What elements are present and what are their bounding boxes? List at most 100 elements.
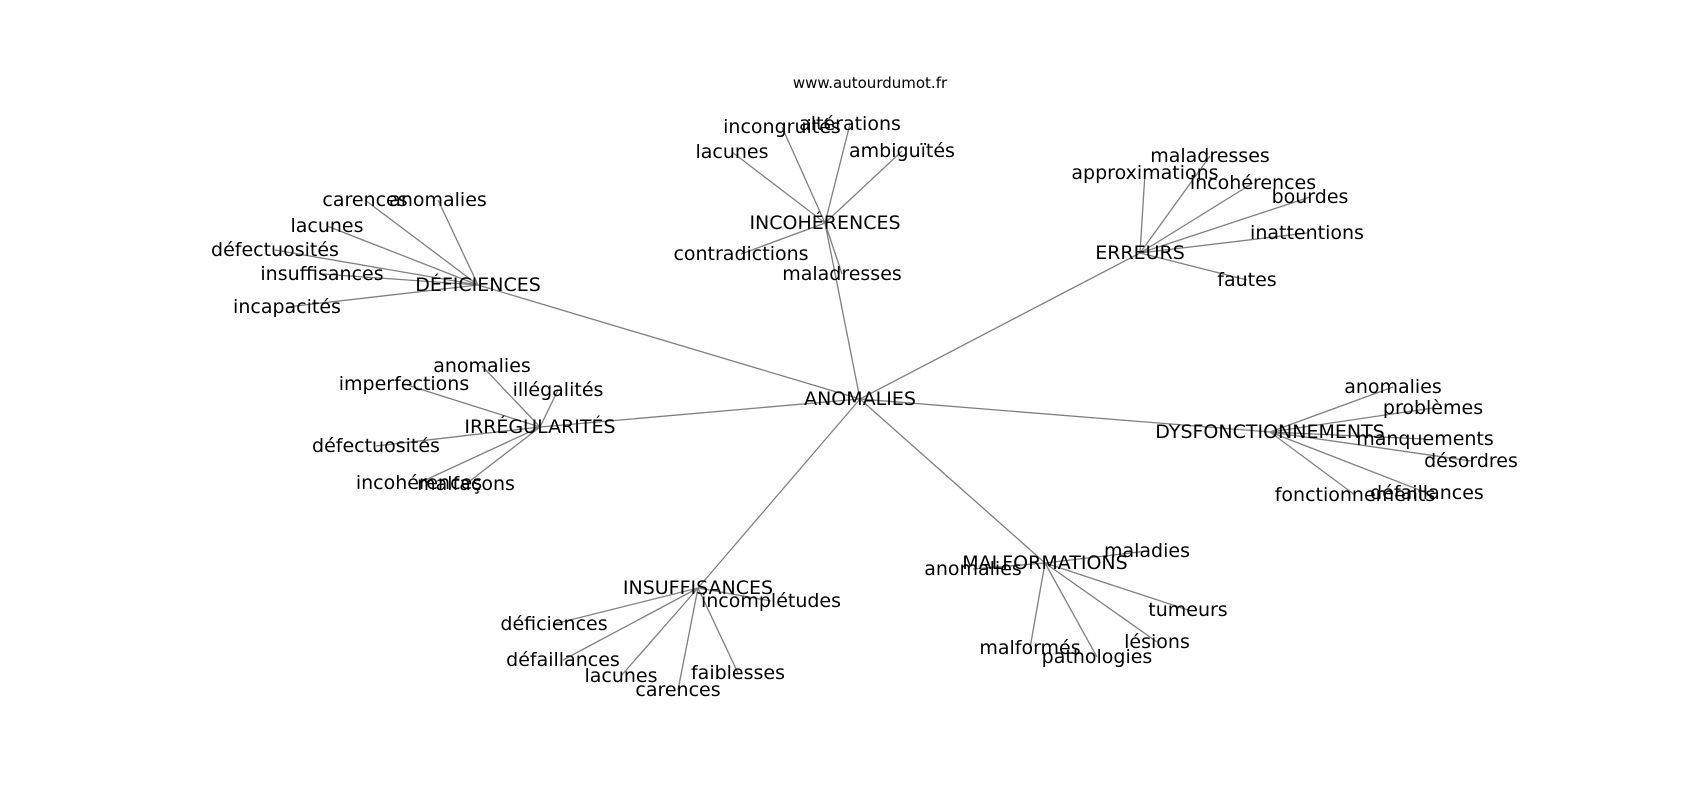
edge-group-to-leaf [824,123,851,224]
node-group: IRRÉGULARITÉS [464,415,615,438]
edge-root-to-group [859,252,1141,400]
node-leaf: maladresses [1150,145,1270,167]
edge-group-to-leaf [481,365,541,428]
node-leaf: malfaçons [417,473,515,495]
edge-group-to-leaf [1044,562,1098,658]
edge-group-to-leaf [1044,562,1189,611]
edge-group-to-leaf [824,150,903,224]
edge-group-to-leaf [1044,550,1148,564]
node-leaf: incohérences [356,472,482,494]
edge-group-to-leaf [972,562,1046,570]
node-leaf: défaillances [506,649,620,671]
node-leaf: anomalies [924,558,1022,580]
node-leaf: bourdes [1272,186,1349,208]
node-leaf: maladies [1104,540,1190,562]
node-leaf: incongruités [723,116,841,138]
graph-labels: www.autourdumot.fr ANOMALIESDÉFICIENCESc… [211,74,1518,701]
node-leaf: inattentions [1250,222,1364,244]
node-leaf: déficiences [500,613,607,635]
node-leaf: incomplétudes [701,590,841,612]
node-leaf: altérations [799,113,901,135]
node-leaf: pathologies [1042,646,1153,668]
edge-group-to-leaf [375,426,541,447]
edge-root-to-group [477,284,861,400]
edge-group-to-leaf [437,199,479,286]
node-group: INCOHÉRENCES [749,211,900,234]
edge-group-to-leaf [1269,431,1356,496]
edge-group-to-leaf [364,199,479,286]
node-leaf: maladresses [782,263,902,285]
edge-group-to-leaf [1269,431,1428,494]
edge-group-to-leaf [1269,431,1472,462]
node-leaf: illégalités [513,379,604,401]
edge-group-to-leaf [620,587,699,677]
node-leaf: lacunes [584,665,657,687]
node-leaf: carences [635,679,720,701]
edge-root-to-group [859,398,1271,433]
edge-group-to-leaf [740,222,826,255]
edge-group-to-leaf [1269,431,1426,440]
edge-group-to-leaf [274,249,479,286]
edge-group-to-leaf [321,273,479,286]
node-leaf: défectuosités [312,435,440,457]
node-leaf: contradictions [673,243,808,265]
node-leaf: tumeurs [1148,599,1227,621]
edge-group-to-leaf [1139,182,1254,254]
edge-group-to-leaf [418,426,541,484]
node-group: INSUFFISANCES [623,577,773,599]
node-leaf: malformés [979,637,1080,659]
edge-group-to-leaf [1269,386,1394,433]
node-leaf: incohérences [1190,172,1316,194]
node-leaf: imperfections [339,373,469,395]
edge-root-to-group [539,398,861,428]
node-leaf: manquements [1356,428,1494,450]
edge-group-to-leaf [465,426,541,485]
edge-group-to-leaf [1139,232,1308,254]
edge-group-to-leaf [1139,196,1311,254]
node-leaf: anomalies [1344,376,1442,398]
edge-group-to-leaf [539,389,559,428]
node-leaf: faiblesses [691,662,785,684]
edge-group-to-leaf [326,225,479,286]
edge-group-to-leaf [553,587,699,625]
node-leaf: défectuosités [211,239,339,261]
node-leaf: fonctionnements [1275,484,1436,506]
node-group: DYSFONCTIONNEMENTS [1155,421,1385,443]
node-group: ERREURS [1095,242,1185,264]
node-leaf: anomalies [389,189,487,211]
graph-edges [274,123,1472,691]
edge-root-to-group [697,398,861,589]
edge-group-to-leaf [1139,155,1211,254]
node-leaf: approximations [1071,162,1218,184]
node-leaf: ambiguïtés [849,140,955,162]
edge-group-to-leaf [1044,562,1158,643]
node-leaf: insuffisances [260,263,383,285]
edge-group-to-leaf [1029,562,1046,649]
edge-group-to-leaf [1139,172,1146,254]
node-leaf: lésions [1124,631,1190,653]
edge-group-to-leaf [562,587,699,661]
edge-group-to-leaf [781,126,826,224]
edge-group-to-leaf [286,284,479,308]
edge-root-to-group [859,398,1046,564]
node-leaf: incapacités [233,296,341,318]
node-group: MALFORMATIONS [962,552,1127,574]
edge-group-to-leaf [403,383,541,428]
edge-group-to-leaf [1269,407,1434,433]
edge-root-to-group [824,222,861,400]
watermark: www.autourdumot.fr [793,74,948,92]
node-leaf: fautes [1217,269,1276,291]
node-leaf: carences [322,189,407,211]
edge-group-to-leaf [824,222,843,275]
node-leaf: défaillances [1370,482,1484,504]
node-leaf: lacunes [290,215,363,237]
node-leaf: lacunes [695,141,768,163]
node-leaf: anomalies [433,355,531,377]
edge-group-to-leaf [697,587,772,602]
edge-group-to-leaf [1139,252,1248,281]
edge-group-to-leaf [697,587,739,674]
edge-group-to-leaf [677,587,699,691]
node-leaf: désordres [1424,450,1518,472]
edge-group-to-leaf [731,151,826,224]
